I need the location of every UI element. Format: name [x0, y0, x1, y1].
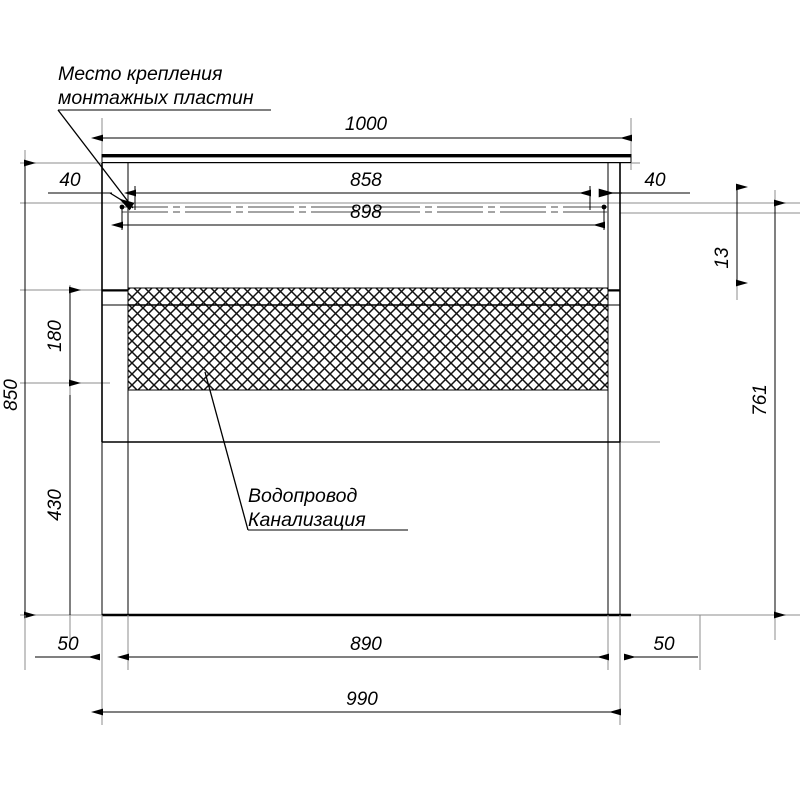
dim-label-1000: 1000: [345, 114, 388, 135]
dimension-drawer-height: 180: [45, 286, 81, 387]
plinth-lines: [101, 442, 631, 617]
dimension-mount-span-inner: 858: [124, 170, 591, 210]
dimension-overall-height: 850: [1, 159, 36, 619]
note-mounting-plates: Место крепления монтажных пластин: [57, 63, 271, 209]
note-plumbing-line2: Канализация: [248, 509, 366, 531]
dim-label-890: 890: [350, 634, 382, 655]
dim-label-850: 850: [1, 379, 22, 411]
dimension-overall-width-top: 1000: [91, 114, 632, 142]
dim-label-50-right: 50: [653, 634, 675, 655]
dim-label-40-right: 40: [644, 170, 666, 191]
note-mounting-line1: Место крепления: [58, 63, 223, 85]
dimension-inset-left: 40: [48, 170, 135, 211]
dim-label-898: 898: [350, 202, 382, 223]
note-plumbing: Водопровод Канализация: [204, 371, 408, 531]
countertop: [101, 154, 632, 163]
dimension-base-overall-width: 990: [91, 689, 621, 716]
bottom-extension-lines: [24, 615, 701, 725]
dim-label-858: 858: [350, 170, 382, 191]
dimension-base-offset-left: 50: [35, 634, 100, 661]
dimension-lower-height: 430: [45, 395, 71, 615]
dimension-inset-right: 40: [598, 170, 690, 198]
note-plumbing-line1: Водопровод: [248, 485, 357, 507]
dimension-base-inner-width: 890: [117, 634, 609, 661]
dimension-cabinet-to-floor: 761: [750, 199, 786, 619]
dim-label-40-left: 40: [59, 170, 81, 191]
note-mounting-line2: монтажных пластин: [58, 87, 254, 109]
dimension-top-thickness: 13: [712, 183, 748, 287]
dim-label-990: 990: [346, 689, 378, 710]
dim-label-430: 430: [45, 489, 66, 521]
dim-label-13: 13: [712, 247, 733, 269]
dim-label-50-left: 50: [57, 634, 79, 655]
dimension-base-offset-right: 50: [624, 634, 698, 661]
dim-label-180: 180: [45, 320, 66, 352]
dim-label-761: 761: [750, 384, 771, 416]
plumbing-hatch-zone: [127, 287, 609, 391]
pipe-centerlines: [122, 206, 608, 213]
dimension-mount-span-outer: 898: [111, 202, 607, 230]
